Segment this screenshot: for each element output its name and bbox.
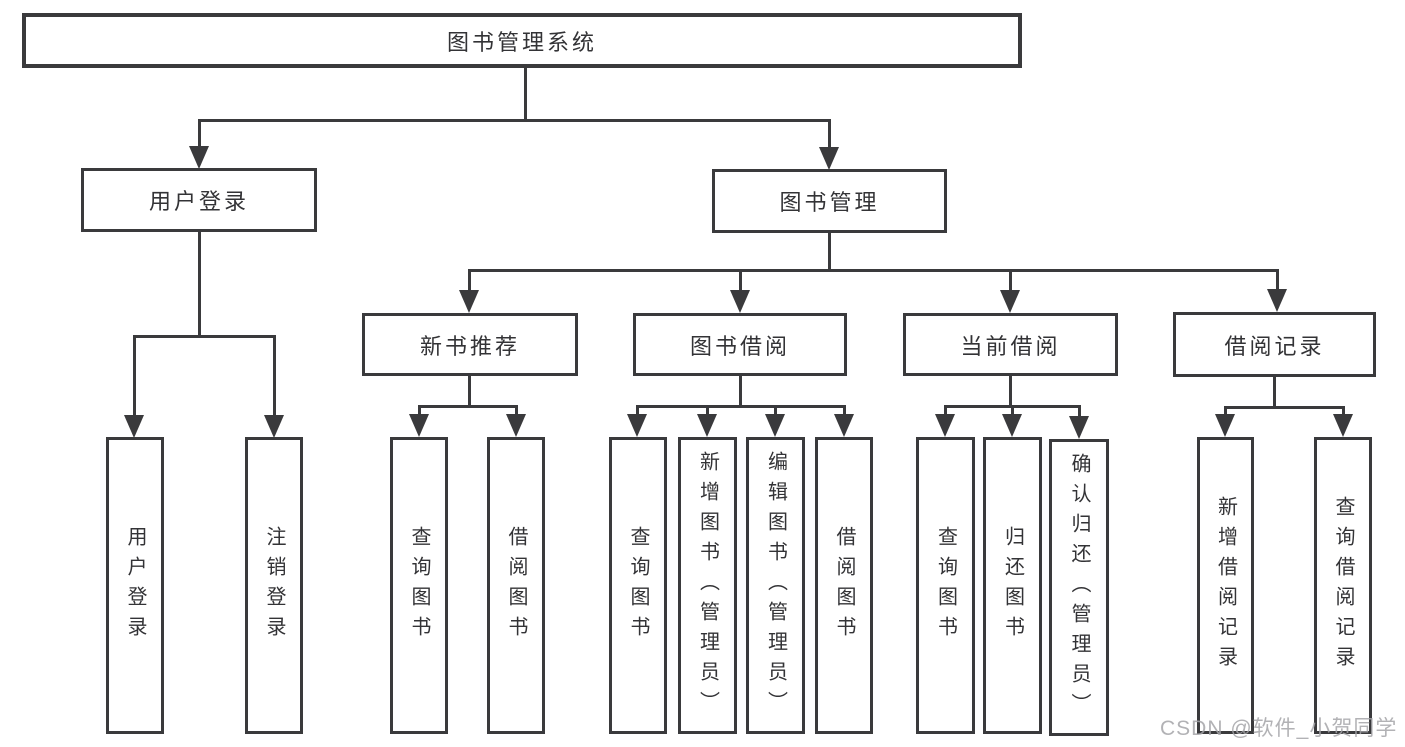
leaf-label: 归还图书 xyxy=(1001,525,1024,646)
connector-line xyxy=(739,269,742,291)
arrow-down-icon xyxy=(627,414,647,437)
connector-line xyxy=(133,335,276,338)
connector-line xyxy=(1011,405,1014,419)
arrow-down-icon xyxy=(459,290,479,313)
connector-line xyxy=(636,405,639,419)
leaf-query-books-recommend: 查询图书 xyxy=(390,437,448,734)
leaf-user-login: 用户登录 xyxy=(106,437,164,734)
node-label: 借阅记录 xyxy=(1224,333,1325,359)
arrow-down-icon xyxy=(1267,289,1287,312)
arrow-down-icon xyxy=(819,147,839,170)
connector-line xyxy=(1078,405,1081,421)
connector-line xyxy=(468,374,471,408)
arrow-down-icon xyxy=(1002,414,1022,437)
connector-line xyxy=(198,119,201,149)
leaf-query-books-borrow: 查询图书 xyxy=(609,437,667,734)
arrow-down-icon xyxy=(264,415,284,438)
connector-line xyxy=(515,405,518,419)
connector-line xyxy=(636,405,846,408)
connector-line xyxy=(1009,374,1012,408)
node-label: 图书管理系统 xyxy=(446,29,597,55)
connector-line xyxy=(1224,406,1345,409)
arrow-down-icon xyxy=(409,414,429,437)
node-user-login: 用户登录 xyxy=(81,168,317,232)
arrow-down-icon xyxy=(935,414,955,437)
connector-line xyxy=(133,335,136,417)
connector-line xyxy=(198,119,831,122)
connector-line xyxy=(273,335,276,417)
arrow-down-icon xyxy=(1215,414,1235,437)
leaf-label: 编辑图书（管理员） xyxy=(764,450,787,721)
connector-line xyxy=(418,405,421,419)
node-label: 用户登录 xyxy=(148,189,249,214)
connector-line xyxy=(418,405,518,408)
leaf-label: 查询借阅记录 xyxy=(1332,495,1354,676)
arrow-down-icon xyxy=(834,414,854,437)
arrow-down-icon xyxy=(506,414,526,437)
csdn-watermark: CSDN @软件_小贺同学 xyxy=(1160,717,1398,740)
leaf-label: 注销登录 xyxy=(263,525,285,646)
leaf-borrow-books: 借阅图书 xyxy=(815,437,873,734)
leaf-query-borrow-record: 查询借阅记录 xyxy=(1314,437,1372,734)
node-label: 图书管理 xyxy=(779,190,880,215)
connector-line xyxy=(706,405,709,419)
node-new-book-recommend: 新书推荐 xyxy=(362,313,578,376)
arrow-down-icon xyxy=(189,146,209,169)
connector-line xyxy=(944,405,947,419)
node-borrow-records: 借阅记录 xyxy=(1173,312,1376,377)
connector-line xyxy=(1273,375,1276,409)
arrow-down-icon xyxy=(765,414,785,437)
leaf-edit-books-admin: 编辑图书（管理员） xyxy=(746,437,805,734)
connector-line xyxy=(468,269,471,291)
leaf-confirm-return-admin: 确认归还（管理员） xyxy=(1049,439,1109,736)
leaf-return-books: 归还图书 xyxy=(983,437,1042,734)
connector-line xyxy=(1276,269,1279,291)
leaf-label: 借阅图书 xyxy=(505,525,527,646)
connector-line xyxy=(1009,269,1012,291)
arrow-down-icon xyxy=(124,415,144,438)
leaf-label: 新增图书（管理员） xyxy=(696,450,719,721)
connector-line xyxy=(828,231,831,272)
node-library-management-system: 图书管理系统 xyxy=(22,13,1022,68)
arrow-down-icon xyxy=(730,290,750,313)
leaf-label: 查询图书 xyxy=(627,525,649,646)
connector-line xyxy=(828,119,831,150)
leaf-borrow-books-recommend: 借阅图书 xyxy=(487,437,545,734)
node-current-borrow: 当前借阅 xyxy=(903,313,1118,376)
node-book-management: 图书管理 xyxy=(712,169,947,233)
connector-line xyxy=(524,66,527,122)
leaf-add-borrow-record: 新增借阅记录 xyxy=(1197,437,1254,734)
leaf-label: 确认归还（管理员） xyxy=(1068,452,1090,723)
arrow-down-icon xyxy=(1333,414,1353,437)
leaf-label: 新增借阅记录 xyxy=(1214,495,1237,676)
leaf-query-books-current: 查询图书 xyxy=(916,437,975,734)
node-book-borrow: 图书借阅 xyxy=(633,313,847,376)
connector-line xyxy=(843,405,846,419)
node-label: 当前借阅 xyxy=(960,333,1061,359)
leaf-add-books-admin: 新增图书（管理员） xyxy=(678,437,737,734)
leaf-label: 查询图书 xyxy=(934,525,957,646)
connector-line xyxy=(198,230,201,338)
node-label: 图书借阅 xyxy=(689,333,790,359)
connector-line xyxy=(774,405,777,419)
arrow-down-icon xyxy=(1000,290,1020,313)
node-label: 新书推荐 xyxy=(419,333,520,359)
leaf-logout: 注销登录 xyxy=(245,437,303,734)
leaf-label: 查询图书 xyxy=(408,525,430,646)
connector-line xyxy=(1342,406,1345,419)
arrow-down-icon xyxy=(697,414,717,437)
leaf-label: 借阅图书 xyxy=(833,525,855,646)
leaf-label: 用户登录 xyxy=(124,525,146,646)
connector-line xyxy=(468,269,1279,272)
arrow-down-icon xyxy=(1069,416,1089,439)
connector-line xyxy=(739,374,742,408)
connector-line xyxy=(1224,406,1227,419)
